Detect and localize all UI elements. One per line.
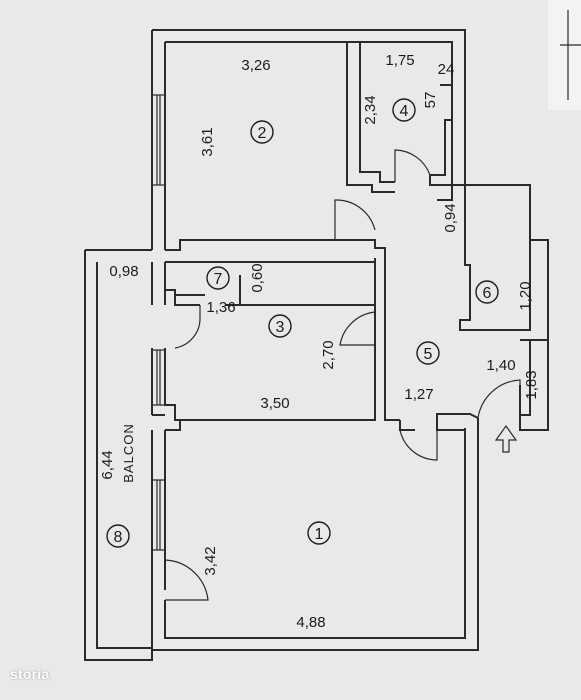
room-1-marker [307,521,331,545]
room-7-height: 0,60 [249,263,266,292]
room-6-height: 1,20 [517,281,534,310]
paper-corner [548,0,581,110]
room-2-height: 3,61 [199,127,216,156]
room-6-side: 1,83 [523,370,540,399]
room-7-marker [206,266,230,290]
balcony-wall [84,249,153,661]
room-4-extra-57: 57 [422,92,439,109]
door-room-2 [334,199,376,240]
door-room-1 [399,429,438,461]
window-room-3 [152,349,165,406]
balcony-name: BALCON [121,423,136,482]
room-1-number: 1 [315,526,324,543]
room-1-width: 4,88 [296,614,325,631]
door-balcony [164,559,209,601]
room-3-number: 3 [276,319,285,336]
room-1-height: 3,42 [202,546,219,575]
room-4-extra-24: 24 [438,61,455,78]
window-room-2 [152,94,165,186]
balcony-height: 6,44 [99,450,116,479]
watermark-text: storia [10,666,50,682]
room-6-number: 6 [483,285,492,302]
room-5-marker [416,341,440,365]
door-room-3 [339,311,376,346]
door-entrance [477,379,521,419]
room-7-width: 1,36 [206,299,235,316]
hall-dim-094: 0,94 [442,203,459,232]
door-room-7 [174,305,201,349]
room-4-marker [392,98,416,122]
room-6-marker [475,280,499,304]
window-room-1 [152,479,165,551]
room-3-height: 2,70 [320,340,337,369]
entrance-arrow-icon [494,424,518,453]
room-3-marker [268,314,292,338]
room-6-walls [459,240,548,341]
room-2-marker [250,120,274,144]
room-8-number: 8 [114,529,123,546]
corner-table-lines [560,10,581,100]
room-8-marker [106,524,130,548]
room-4-height: 2,34 [362,95,379,124]
door-room-4 [394,149,431,182]
room-7-number: 7 [214,271,223,288]
hall-dim-127: 1,27 [404,386,433,403]
hall-dim-140: 1,40 [486,357,515,374]
room-3-width: 3,50 [260,395,289,412]
room-2-number: 2 [258,125,267,142]
room-4-number: 4 [400,103,409,120]
room-4-walls [346,42,465,193]
room-2-width: 3,26 [241,57,270,74]
room-5-number: 5 [424,346,433,363]
room-4-width: 1,75 [385,52,414,69]
balcony-width: 0,98 [109,263,138,280]
storia-watermark: storia [10,666,49,682]
